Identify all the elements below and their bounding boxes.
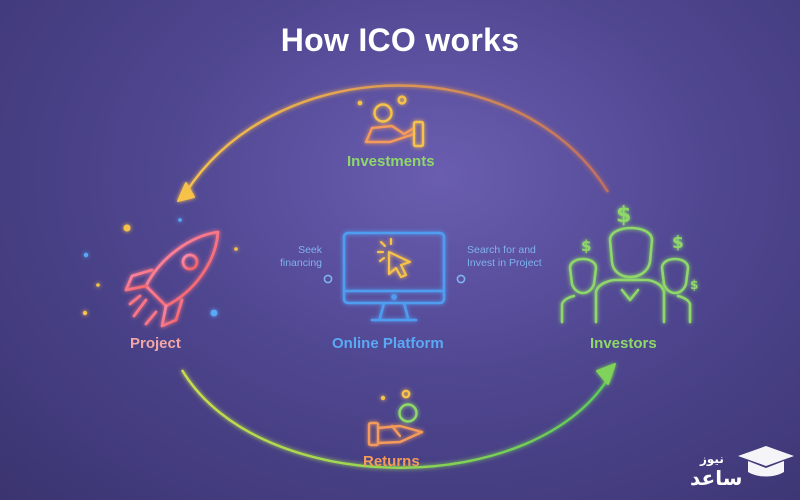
seek-connector-dot — [323, 274, 333, 284]
svg-text:$: $ — [616, 203, 631, 228]
investors-label: Investors — [590, 335, 657, 352]
seek-line-2: financing — [279, 257, 322, 269]
search-line-2: Invest in Project — [467, 257, 542, 269]
search-line-1: Search for and — [467, 244, 536, 256]
svg-text:$: $ — [581, 237, 591, 255]
investors-icon — [560, 226, 692, 324]
investments-arrowhead — [177, 182, 195, 202]
investments-label: Investments — [347, 153, 435, 170]
returns-arc — [180, 369, 614, 469]
investments-icon — [357, 95, 425, 148]
svg-text:$: $ — [690, 278, 698, 292]
project-label: Project — [130, 335, 181, 352]
monitor-icon — [342, 231, 446, 322]
returns-label: Returns — [363, 453, 420, 470]
watermark-line-1: نیوز — [700, 452, 724, 466]
online-platform-label: Online Platform — [332, 335, 444, 352]
rocket-sparkles — [82, 218, 238, 317]
svg-text:$: $ — [672, 233, 684, 253]
graduation-cap-logo — [738, 446, 794, 477]
seek-financing-text: Seek financing — [262, 244, 322, 270]
page-title: How ICO works — [280, 22, 520, 58]
rocket-icon — [124, 230, 220, 328]
seek-line-1: Seek — [298, 244, 322, 256]
investments-arc — [185, 84, 610, 193]
search-connector-dot — [456, 274, 466, 284]
cursor-click-icon — [376, 237, 412, 279]
returns-icon — [367, 389, 424, 447]
watermark-line-2: ساعد — [690, 466, 743, 490]
returns-arrowhead — [596, 363, 616, 385]
search-invest-text: Search for and Invest in Project — [467, 244, 542, 270]
dollar-icons: $ $ $ $ — [581, 203, 698, 292]
